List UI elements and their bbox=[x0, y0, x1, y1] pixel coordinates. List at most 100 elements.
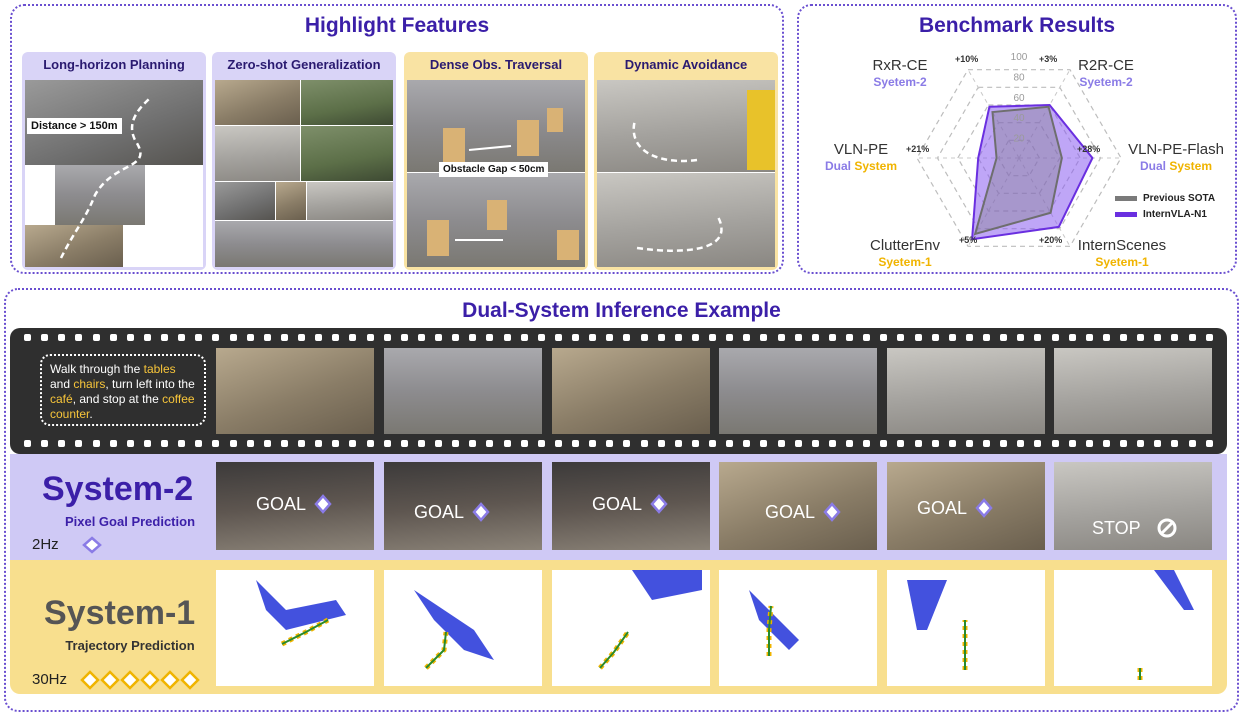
system1-subtitle: Trajectory Prediction bbox=[65, 638, 195, 653]
instruction-keyword: café bbox=[50, 392, 73, 406]
frame-4 bbox=[719, 348, 877, 434]
trajectory-map-2 bbox=[384, 570, 542, 686]
goal-diamond-icon bbox=[472, 502, 490, 522]
gain-rxr: +10% bbox=[955, 54, 979, 64]
goal-label: GOAL bbox=[256, 494, 307, 514]
avoid-arrow-icon bbox=[632, 119, 723, 252]
axis-label-r2r: R2R-CE Syetem-2 bbox=[1078, 57, 1134, 90]
trajectory-map-1 bbox=[216, 570, 374, 686]
axis-label-internscenes: InternScenes Syetem-1 bbox=[1077, 237, 1167, 270]
radar-series-internvla-n1 bbox=[970, 103, 1094, 241]
legend-internvla: InternVLA-N1 bbox=[1115, 209, 1207, 220]
diamond-icon bbox=[82, 536, 102, 554]
goal-frame-1: GOAL bbox=[216, 462, 374, 550]
goal-frame-6: STOP bbox=[1054, 462, 1212, 550]
instruction-fragment: , turn left into the bbox=[105, 377, 195, 391]
goal-label: GOAL bbox=[592, 494, 643, 514]
feature-dynamic-avoid-image bbox=[597, 80, 775, 267]
goal-frame-4: GOAL bbox=[719, 462, 877, 550]
frame-6 bbox=[1054, 348, 1212, 434]
gain-clutterenv: +5% bbox=[959, 235, 978, 245]
stop-label: STOP bbox=[1092, 518, 1141, 538]
trajectory-plot bbox=[414, 590, 494, 670]
gain-internscenes: +20% bbox=[1039, 235, 1063, 245]
goal-diamond-icon bbox=[823, 502, 841, 522]
feature-long-horizon: Long-horizon Planning Distance > 150m bbox=[22, 52, 206, 270]
axis-label-vlnpe: VLN-PE Dual System bbox=[824, 141, 898, 174]
trajectory-plot bbox=[1137, 570, 1194, 680]
instruction-keyword: chairs bbox=[73, 377, 106, 391]
system2-band: System-2 Pixel Goal Prediction 2Hz GOAL G… bbox=[10, 454, 1227, 560]
instruction-keyword: coffee counter bbox=[50, 392, 195, 421]
trajectory-plot bbox=[256, 580, 346, 647]
trajectory-map-6 bbox=[1054, 570, 1212, 686]
feature-dense-obs-label: Dense Obs. Traversal bbox=[429, 57, 563, 72]
goal-frame-2: GOAL bbox=[384, 462, 542, 550]
goal-frame-3: GOAL bbox=[552, 462, 710, 550]
frame-1 bbox=[216, 348, 374, 434]
radar-grid-ring bbox=[916, 69, 1122, 247]
instruction-fragment: Walk through the bbox=[50, 362, 144, 376]
frame-2 bbox=[384, 348, 542, 434]
feature-zero-shot: Zero-shot Generalization bbox=[212, 52, 396, 270]
stop-icon bbox=[1157, 518, 1177, 538]
system1-rate: 30Hz bbox=[32, 671, 68, 688]
legend-previous-sota: Previous SOTA bbox=[1115, 193, 1215, 204]
radar-tick-label: 40 bbox=[1013, 113, 1025, 124]
trajectory-map-4 bbox=[719, 570, 877, 686]
instruction-keyword: tables bbox=[143, 362, 176, 376]
feature-long-horizon-image: Distance > 150m bbox=[25, 80, 203, 267]
radar-tick-label: 20 bbox=[1013, 134, 1025, 145]
instruction-fragment: and bbox=[50, 377, 74, 391]
instruction-fragment: , and stop at the bbox=[72, 392, 163, 406]
diamond-row-icon bbox=[80, 670, 200, 690]
film-perforation-bottom bbox=[24, 440, 1213, 448]
path-arrow-icon bbox=[59, 97, 151, 259]
trajectory-map-3 bbox=[552, 570, 710, 686]
goal-diamond-icon bbox=[314, 494, 332, 514]
system2-subtitle: Pixel Goal Prediction bbox=[64, 514, 196, 529]
goal-diamond-icon bbox=[975, 498, 993, 518]
benchmark-panel: Benchmark Results 20 40 60 80 100 RxR-CE Sye… bbox=[797, 4, 1237, 274]
gap-arrow-icon bbox=[455, 145, 512, 241]
axis-label-clutterenv: ClutterEnv Syetem-1 bbox=[869, 237, 941, 270]
feature-zero-shot-label: Zero-shot Generalization bbox=[227, 57, 381, 72]
goal-label: GOAL bbox=[414, 502, 465, 522]
axis-label-rxr: RxR-CE Syetem-2 bbox=[872, 57, 928, 90]
frame-3 bbox=[552, 348, 710, 434]
system1-band: System-1 Trajectory Prediction 30Hz bbox=[10, 560, 1227, 694]
highlight-features-title: Highlight Features bbox=[304, 14, 490, 37]
radar-tick-label: 60 bbox=[1013, 93, 1025, 104]
feature-long-horizon-label: Long-horizon Planning bbox=[43, 57, 185, 72]
gain-vlnpe-flash: +28% bbox=[1077, 144, 1101, 154]
trajectory-plot bbox=[749, 590, 799, 656]
feature-zero-shot-image bbox=[215, 80, 393, 267]
feature-dense-obs: Dense Obs. Traversal Obstacle Gap < 50cm bbox=[404, 52, 588, 270]
radar-chart: 20 40 60 80 100 bbox=[916, 52, 1122, 247]
instruction-filmstrip: Walk through the tables and chairs, turn… bbox=[10, 328, 1227, 454]
radar-tick-label: 80 bbox=[1013, 72, 1025, 83]
highlight-features-panel: Highlight Features Long-horizon Planning… bbox=[10, 4, 784, 274]
instruction-text: Walk through the tables and chairs, turn… bbox=[40, 354, 206, 426]
film-perforation-top bbox=[24, 334, 1213, 342]
obstacle-gap-note: Obstacle Gap < 50cm bbox=[439, 162, 549, 177]
feature-dense-obs-image: Obstacle Gap < 50cm bbox=[407, 80, 585, 267]
radar-tick-label: 100 bbox=[1011, 52, 1028, 63]
feature-dynamic-avoid-label: Dynamic Avoidance bbox=[624, 57, 748, 72]
system2-title: System-2 bbox=[42, 470, 194, 508]
frame-5 bbox=[887, 348, 1045, 434]
system2-rate: 2Hz bbox=[32, 536, 59, 553]
goal-label: GOAL bbox=[917, 498, 968, 518]
benchmark-title: Benchmark Results bbox=[918, 14, 1116, 37]
goal-label: GOAL bbox=[765, 502, 816, 522]
trajectory-plot bbox=[907, 580, 968, 670]
axis-label-vlnpe-flash: VLN-PE-Flash Dual System bbox=[1128, 141, 1224, 174]
system1-title: System-1 bbox=[44, 594, 196, 632]
trajectory-plot bbox=[598, 570, 702, 670]
gain-vlnpe: +21% bbox=[906, 144, 930, 154]
inference-title: Dual-System Inference Example bbox=[462, 299, 781, 322]
feature-dynamic-avoid: Dynamic Avoidance bbox=[594, 52, 778, 270]
instruction-fragment: . bbox=[89, 407, 93, 421]
gain-r2r: +3% bbox=[1039, 54, 1058, 64]
distance-note: Distance > 150m bbox=[27, 118, 122, 134]
